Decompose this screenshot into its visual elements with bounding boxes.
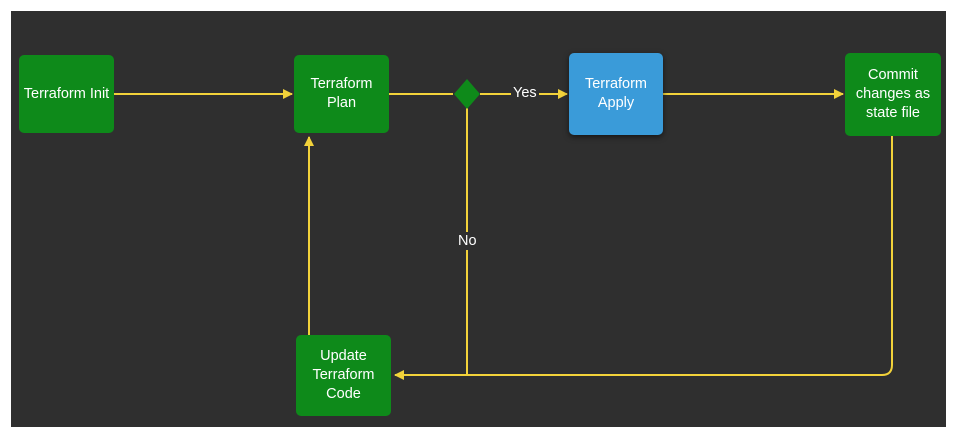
edge-label-yes: Yes: [511, 84, 539, 102]
diagram-canvas: Terraform Init Terraform Plan Terraform …: [11, 11, 946, 427]
edge-commit-to-update: [394, 136, 893, 380]
node-terraform-init[interactable]: Terraform Init: [19, 55, 114, 133]
node-terraform-plan[interactable]: Terraform Plan: [294, 55, 389, 133]
node-terraform-apply[interactable]: Terraform Apply: [569, 53, 663, 135]
edges-layer: [114, 79, 893, 380]
edge-label-no: No: [456, 232, 479, 250]
decision-diamond[interactable]: [454, 79, 480, 109]
node-commit-state-file[interactable]: Commit changes as state file: [845, 53, 941, 136]
node-update-terraform-code[interactable]: Update Terraform Code: [296, 335, 391, 416]
